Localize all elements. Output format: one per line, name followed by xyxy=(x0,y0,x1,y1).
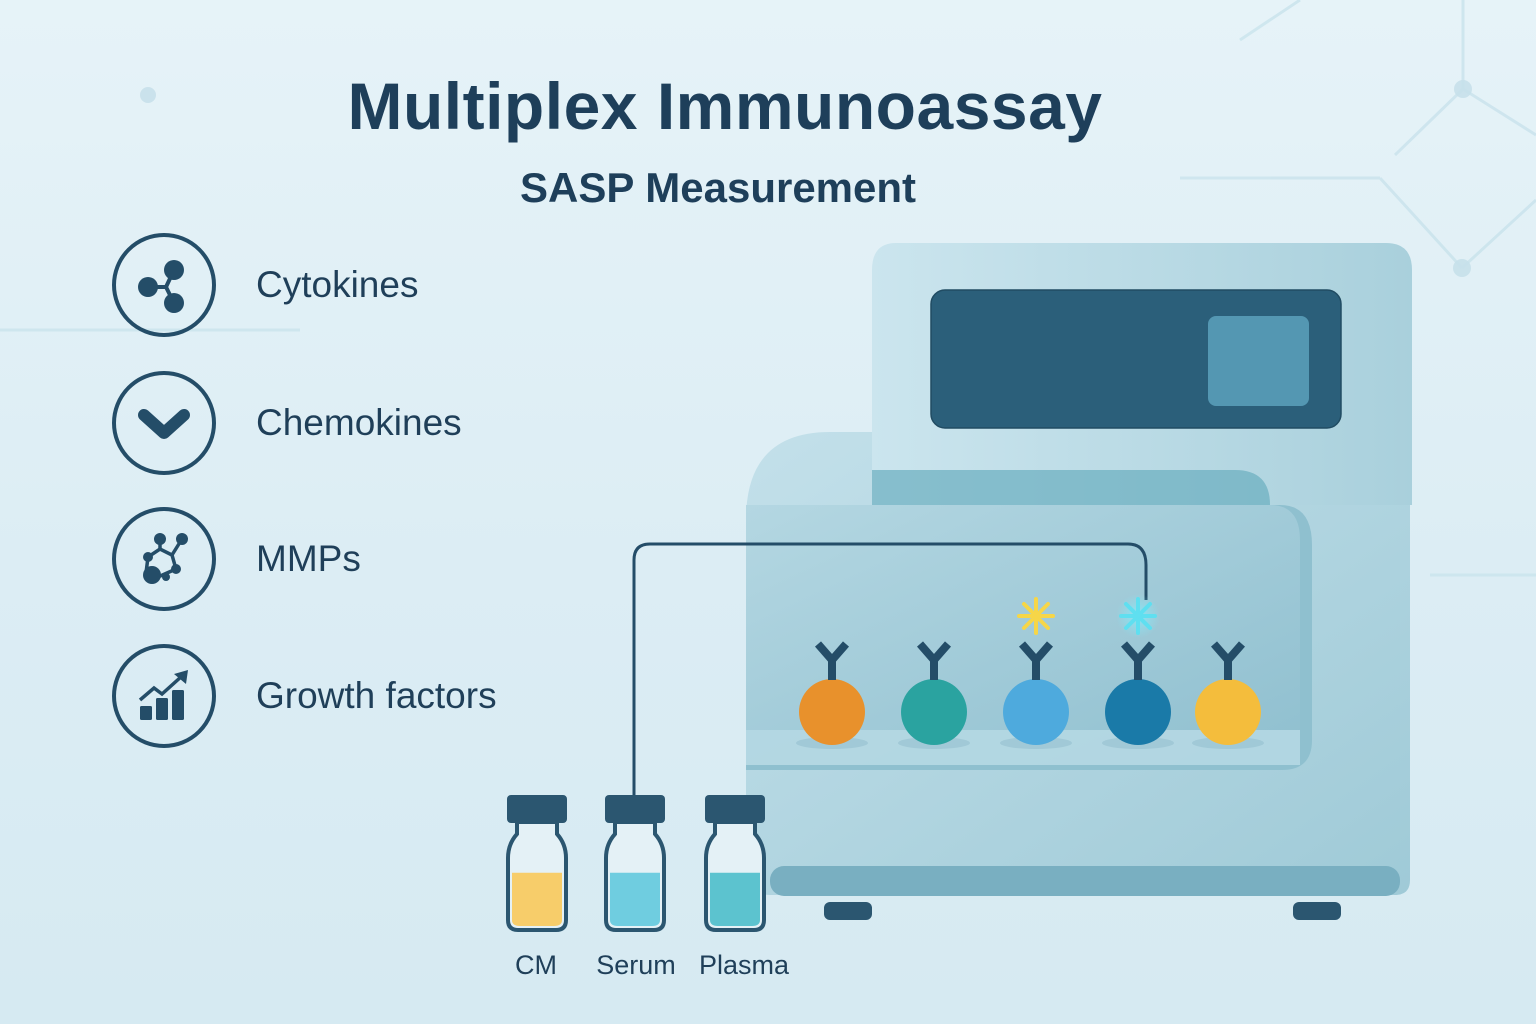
antibody-icon xyxy=(1120,641,1156,680)
page-subtitle: SASP Measurement xyxy=(519,164,917,211)
category-label: MMPs xyxy=(256,538,361,579)
sample-vial xyxy=(506,795,568,932)
antibody-bead xyxy=(898,641,970,749)
bead xyxy=(799,679,865,745)
bead-row xyxy=(796,594,1264,749)
fluorescent-signal-icon xyxy=(1017,597,1055,635)
vial-cap xyxy=(705,795,765,823)
category-item-mmps: MMPs xyxy=(112,507,361,611)
sample-tube xyxy=(632,542,1148,798)
vial-outline xyxy=(604,820,666,932)
sample-vial xyxy=(604,795,666,932)
bead xyxy=(1195,679,1261,745)
antibody-icon xyxy=(814,641,850,680)
page-title: Multiplex Immunoassay xyxy=(347,69,1103,143)
analyzer-foot-right xyxy=(1293,902,1341,920)
category-label: Cytokines xyxy=(256,264,419,305)
molecule-ring-icon xyxy=(112,507,216,611)
antibody-icon xyxy=(1210,641,1246,680)
vial-liquid xyxy=(610,872,660,926)
antibody-icon xyxy=(1018,641,1054,680)
antibody-bead xyxy=(1102,594,1174,749)
analyzer-display-button[interactable] xyxy=(1208,316,1309,406)
category-label: Chemokines xyxy=(256,402,462,443)
sample-label-serum: Serum xyxy=(596,950,676,980)
antibody-bead xyxy=(796,641,868,749)
sample-label-cm: CM xyxy=(515,950,557,980)
category-item-cytokines: Cytokines xyxy=(112,233,418,337)
fluorescent-signal-icon xyxy=(1116,594,1160,638)
antibody-bead xyxy=(1192,641,1264,749)
category-label: Growth factors xyxy=(256,675,497,716)
bead xyxy=(901,679,967,745)
bead xyxy=(1003,679,1069,745)
vial-liquid xyxy=(512,872,562,926)
bead xyxy=(1105,679,1171,745)
vial-outline xyxy=(704,820,766,932)
molecule-branch-icon xyxy=(112,233,216,337)
sample-vials xyxy=(506,795,766,932)
antibody-bead xyxy=(1000,597,1072,749)
analyzer-foot-left xyxy=(824,902,872,920)
chevron-down-icon xyxy=(112,371,216,475)
vial-cap xyxy=(507,795,567,823)
vial-cap xyxy=(605,795,665,823)
vial-outline xyxy=(506,820,568,932)
antibody-icon xyxy=(916,641,952,680)
growth-chart-icon xyxy=(112,644,216,748)
category-item-growth-factors: Growth factors xyxy=(112,644,497,748)
sample-label-plasma: Plasma xyxy=(698,950,790,980)
vial-liquid xyxy=(710,872,760,926)
category-item-chemokines: Chemokines xyxy=(112,371,462,475)
sample-vial xyxy=(704,795,766,932)
